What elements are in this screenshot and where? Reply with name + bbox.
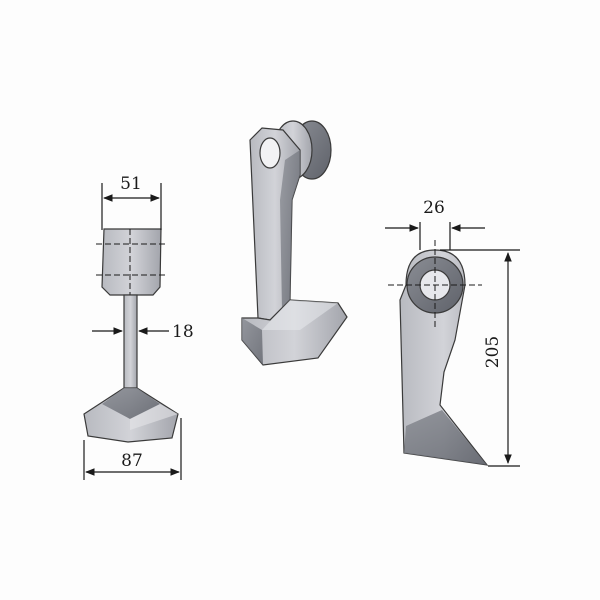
- dim-blade-thickness: 18: [172, 322, 194, 342]
- front-view-mounting-head: [101, 228, 162, 296]
- dim-bore: 26: [423, 198, 445, 218]
- dim-length: 205: [483, 336, 503, 368]
- front-view: 51 18 87: [83, 174, 194, 480]
- dim-bottom-width: 87: [121, 451, 143, 471]
- perspective-view: [241, 120, 348, 366]
- front-view-shank: [123, 294, 138, 391]
- dim-top-width: 51: [120, 174, 142, 194]
- side-view: 26 205: [385, 198, 520, 467]
- perspective-bore: [259, 137, 281, 169]
